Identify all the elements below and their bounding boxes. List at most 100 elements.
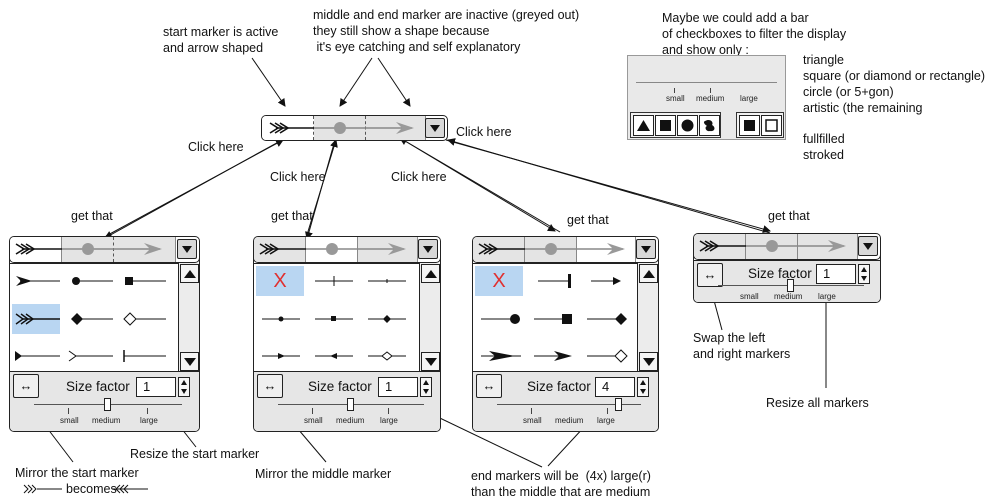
slider-label-medium: medium (336, 416, 365, 425)
middle-marker-segment[interactable] (62, 237, 114, 262)
chevron-down-icon[interactable] (418, 239, 438, 259)
marker-option-line[interactable] (362, 266, 410, 296)
marker-option-none-selected[interactable] (475, 266, 523, 296)
marker-selector-panel4[interactable] (694, 234, 880, 260)
size-slider-thumb[interactable] (787, 279, 794, 292)
size-slider-thumb[interactable] (615, 398, 623, 411)
marker-option-small-square[interactable] (309, 304, 357, 334)
square-filter-icon[interactable] (655, 115, 676, 136)
slider-label-medium: medium (92, 416, 121, 425)
marker-option-arrow[interactable] (581, 266, 629, 296)
filter-label-small: small (666, 94, 685, 103)
size-factor-input[interactable]: 1 (378, 377, 418, 397)
marker-option-small-diamond[interactable] (362, 304, 410, 334)
chevron-down-icon[interactable] (425, 118, 445, 138)
start-marker-segment[interactable] (262, 116, 314, 140)
start-marker-segment[interactable] (254, 237, 306, 262)
size-slider-thumb[interactable] (104, 398, 111, 411)
remove-marker-x-icon: X (273, 270, 287, 292)
marker-option-bar[interactable] (118, 341, 166, 371)
end-marker-segment[interactable] (114, 237, 176, 262)
scroll-down-icon[interactable] (639, 352, 658, 371)
circle-marker-icon (314, 122, 366, 134)
marker-selector-panel2[interactable] (254, 237, 440, 263)
marker-option-open-arrow[interactable] (65, 341, 113, 371)
marker-option-bar[interactable] (528, 266, 576, 296)
slider-label-medium: medium (774, 292, 803, 301)
start-marker-segment[interactable] (694, 234, 746, 259)
marker-option-small-arrow[interactable] (256, 341, 304, 371)
stroked-filter-icon[interactable] (761, 115, 782, 136)
marker-option-arrow[interactable] (12, 266, 60, 296)
size-factor-stepper[interactable] (637, 377, 649, 397)
middle-marker-segment[interactable] (314, 116, 366, 140)
size-factor-input[interactable]: 1 (136, 377, 176, 397)
marker-option-square[interactable] (118, 266, 166, 296)
filter-label-large: large (740, 94, 758, 103)
note-fill-options: fullfilled stroked (803, 132, 845, 162)
swap-arrows-icon[interactable]: ↔ (13, 374, 39, 398)
size-factor-label: Size factor (748, 266, 812, 281)
marker-option-long-arrow-left[interactable] (475, 341, 523, 371)
scroll-up-icon[interactable] (639, 264, 658, 283)
marker-option-small-diamond-open[interactable] (362, 341, 410, 371)
end-marker-segment[interactable] (358, 237, 418, 262)
middle-panel-scrollbar[interactable] (419, 263, 440, 374)
chevron-down-icon[interactable] (636, 239, 656, 259)
filled-filter-icon[interactable] (739, 115, 760, 136)
middle-marker-segment[interactable] (525, 237, 577, 262)
marker-option-diamond[interactable] (65, 304, 113, 334)
arrow-end-inactive (377, 57, 411, 107)
circle-filter-icon[interactable] (677, 115, 698, 136)
start-marker-segment[interactable] (10, 237, 62, 262)
end-panel-scrollbar[interactable] (637, 263, 658, 374)
size-slider-track[interactable] (497, 404, 641, 405)
circle-marker-icon (746, 240, 798, 252)
becomes-chevrons-right (115, 484, 129, 494)
marker-option-dot[interactable] (65, 266, 113, 296)
size-factor-stepper[interactable] (420, 377, 432, 397)
marker-option-feather-selected[interactable] (12, 304, 60, 334)
size-factor-input[interactable]: 4 (595, 377, 635, 397)
marker-option-long-arrow[interactable] (528, 341, 576, 371)
swap-arrows-icon[interactable]: ↔ (476, 374, 502, 398)
click-here-mid: Click here (270, 170, 326, 184)
becomes-chevrons-left (23, 484, 37, 494)
size-factor-input[interactable]: 1 (816, 264, 856, 284)
marker-option-diamond-open[interactable] (118, 304, 166, 334)
end-marker-segment[interactable] (366, 116, 426, 140)
start-marker-segment[interactable] (473, 237, 525, 262)
scroll-down-icon[interactable] (421, 352, 440, 371)
scroll-up-icon[interactable] (180, 264, 199, 283)
chevron-down-icon[interactable] (177, 239, 197, 259)
marker-selector-main[interactable] (261, 115, 448, 141)
note-end-markers: end markers will be (4x) large(r) than t… (471, 469, 651, 499)
scroll-down-icon[interactable] (180, 352, 199, 371)
marker-option-none-selected[interactable] (256, 266, 304, 296)
triangle-filter-icon[interactable] (633, 115, 654, 136)
middle-marker-segment[interactable] (746, 234, 798, 259)
size-factor-stepper[interactable] (178, 377, 190, 397)
end-marker-segment[interactable] (798, 234, 858, 259)
swap-arrows-icon[interactable]: ↔ (257, 374, 283, 398)
marker-option-half-arrow[interactable] (12, 341, 60, 371)
marker-option-dot[interactable] (475, 304, 523, 334)
marker-selector-panel1[interactable] (10, 237, 199, 263)
middle-marker-segment[interactable] (306, 237, 358, 262)
end-marker-segment[interactable] (577, 237, 636, 262)
marker-selector-panel3[interactable] (473, 237, 658, 263)
scroll-up-icon[interactable] (421, 264, 440, 283)
marker-option-small-dot[interactable] (256, 304, 304, 334)
marker-option-square[interactable] (528, 304, 576, 334)
swap-arrows-icon[interactable]: ↔ (697, 263, 723, 287)
size-slider-thumb[interactable] (347, 398, 354, 411)
marker-option-diamond[interactable] (581, 304, 629, 334)
marker-option-small-arrow-left[interactable] (309, 341, 357, 371)
artistic-filter-icon[interactable] (699, 115, 720, 136)
slider-tick-small (312, 408, 313, 414)
marker-option-cross[interactable] (309, 266, 357, 296)
marker-option-diamond-open[interactable] (581, 341, 629, 371)
start-panel-scrollbar[interactable] (178, 263, 199, 374)
size-factor-stepper[interactable] (858, 264, 870, 284)
chevron-down-icon[interactable] (858, 236, 878, 256)
